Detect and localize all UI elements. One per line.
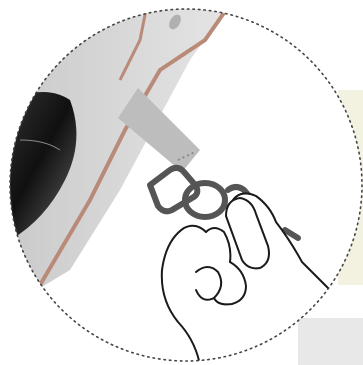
device-button-icon — [169, 14, 181, 30]
hand-icon — [160, 192, 341, 361]
strap-clip-icon — [147, 164, 201, 215]
strap — [118, 88, 200, 172]
background-panel-lower — [298, 318, 363, 365]
ring-icon — [182, 180, 228, 220]
zoom-frame — [9, 8, 363, 362]
hook-icon — [225, 184, 259, 207]
device-top-edge — [118, 9, 152, 81]
